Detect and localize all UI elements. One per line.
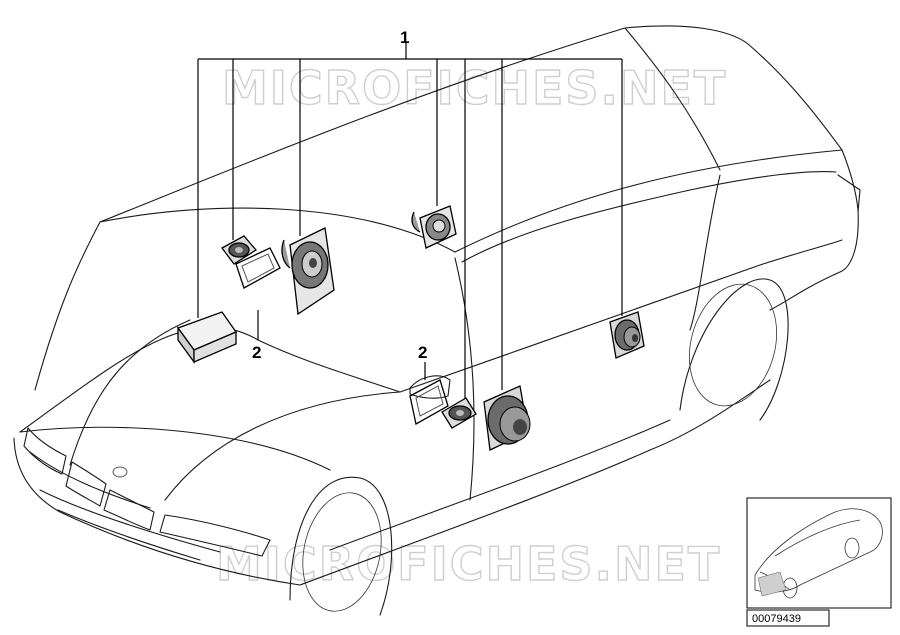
- reference-number: 00079439: [752, 613, 801, 625]
- car-outline: [13, 25, 861, 616]
- gasket-left[interactable]: [235, 247, 281, 289]
- thumbnail-locator: 00079439: [746, 497, 892, 627]
- callout-2-left-label: 2: [252, 343, 261, 362]
- amplifier-box[interactable]: [176, 311, 237, 364]
- watermark-bottom: MICROFICHES.NET: [216, 537, 721, 591]
- callout-1-label: 1: [400, 28, 409, 47]
- woofer-door[interactable]: [483, 385, 531, 451]
- callout-2-right-label: 2: [418, 343, 427, 362]
- tweeter-left-front[interactable]: [221, 235, 257, 265]
- watermark-top: MICROFICHES.NET: [222, 61, 727, 115]
- midrange-speaker-left-front[interactable]: [281, 227, 335, 316]
- rear-speaker-right[interactable]: [609, 311, 645, 359]
- tweeter-right-front[interactable]: [441, 397, 477, 429]
- tweeter-rear[interactable]: [411, 205, 457, 249]
- callout-1-leaders: [197, 43, 623, 400]
- gasket-right[interactable]: [409, 379, 449, 425]
